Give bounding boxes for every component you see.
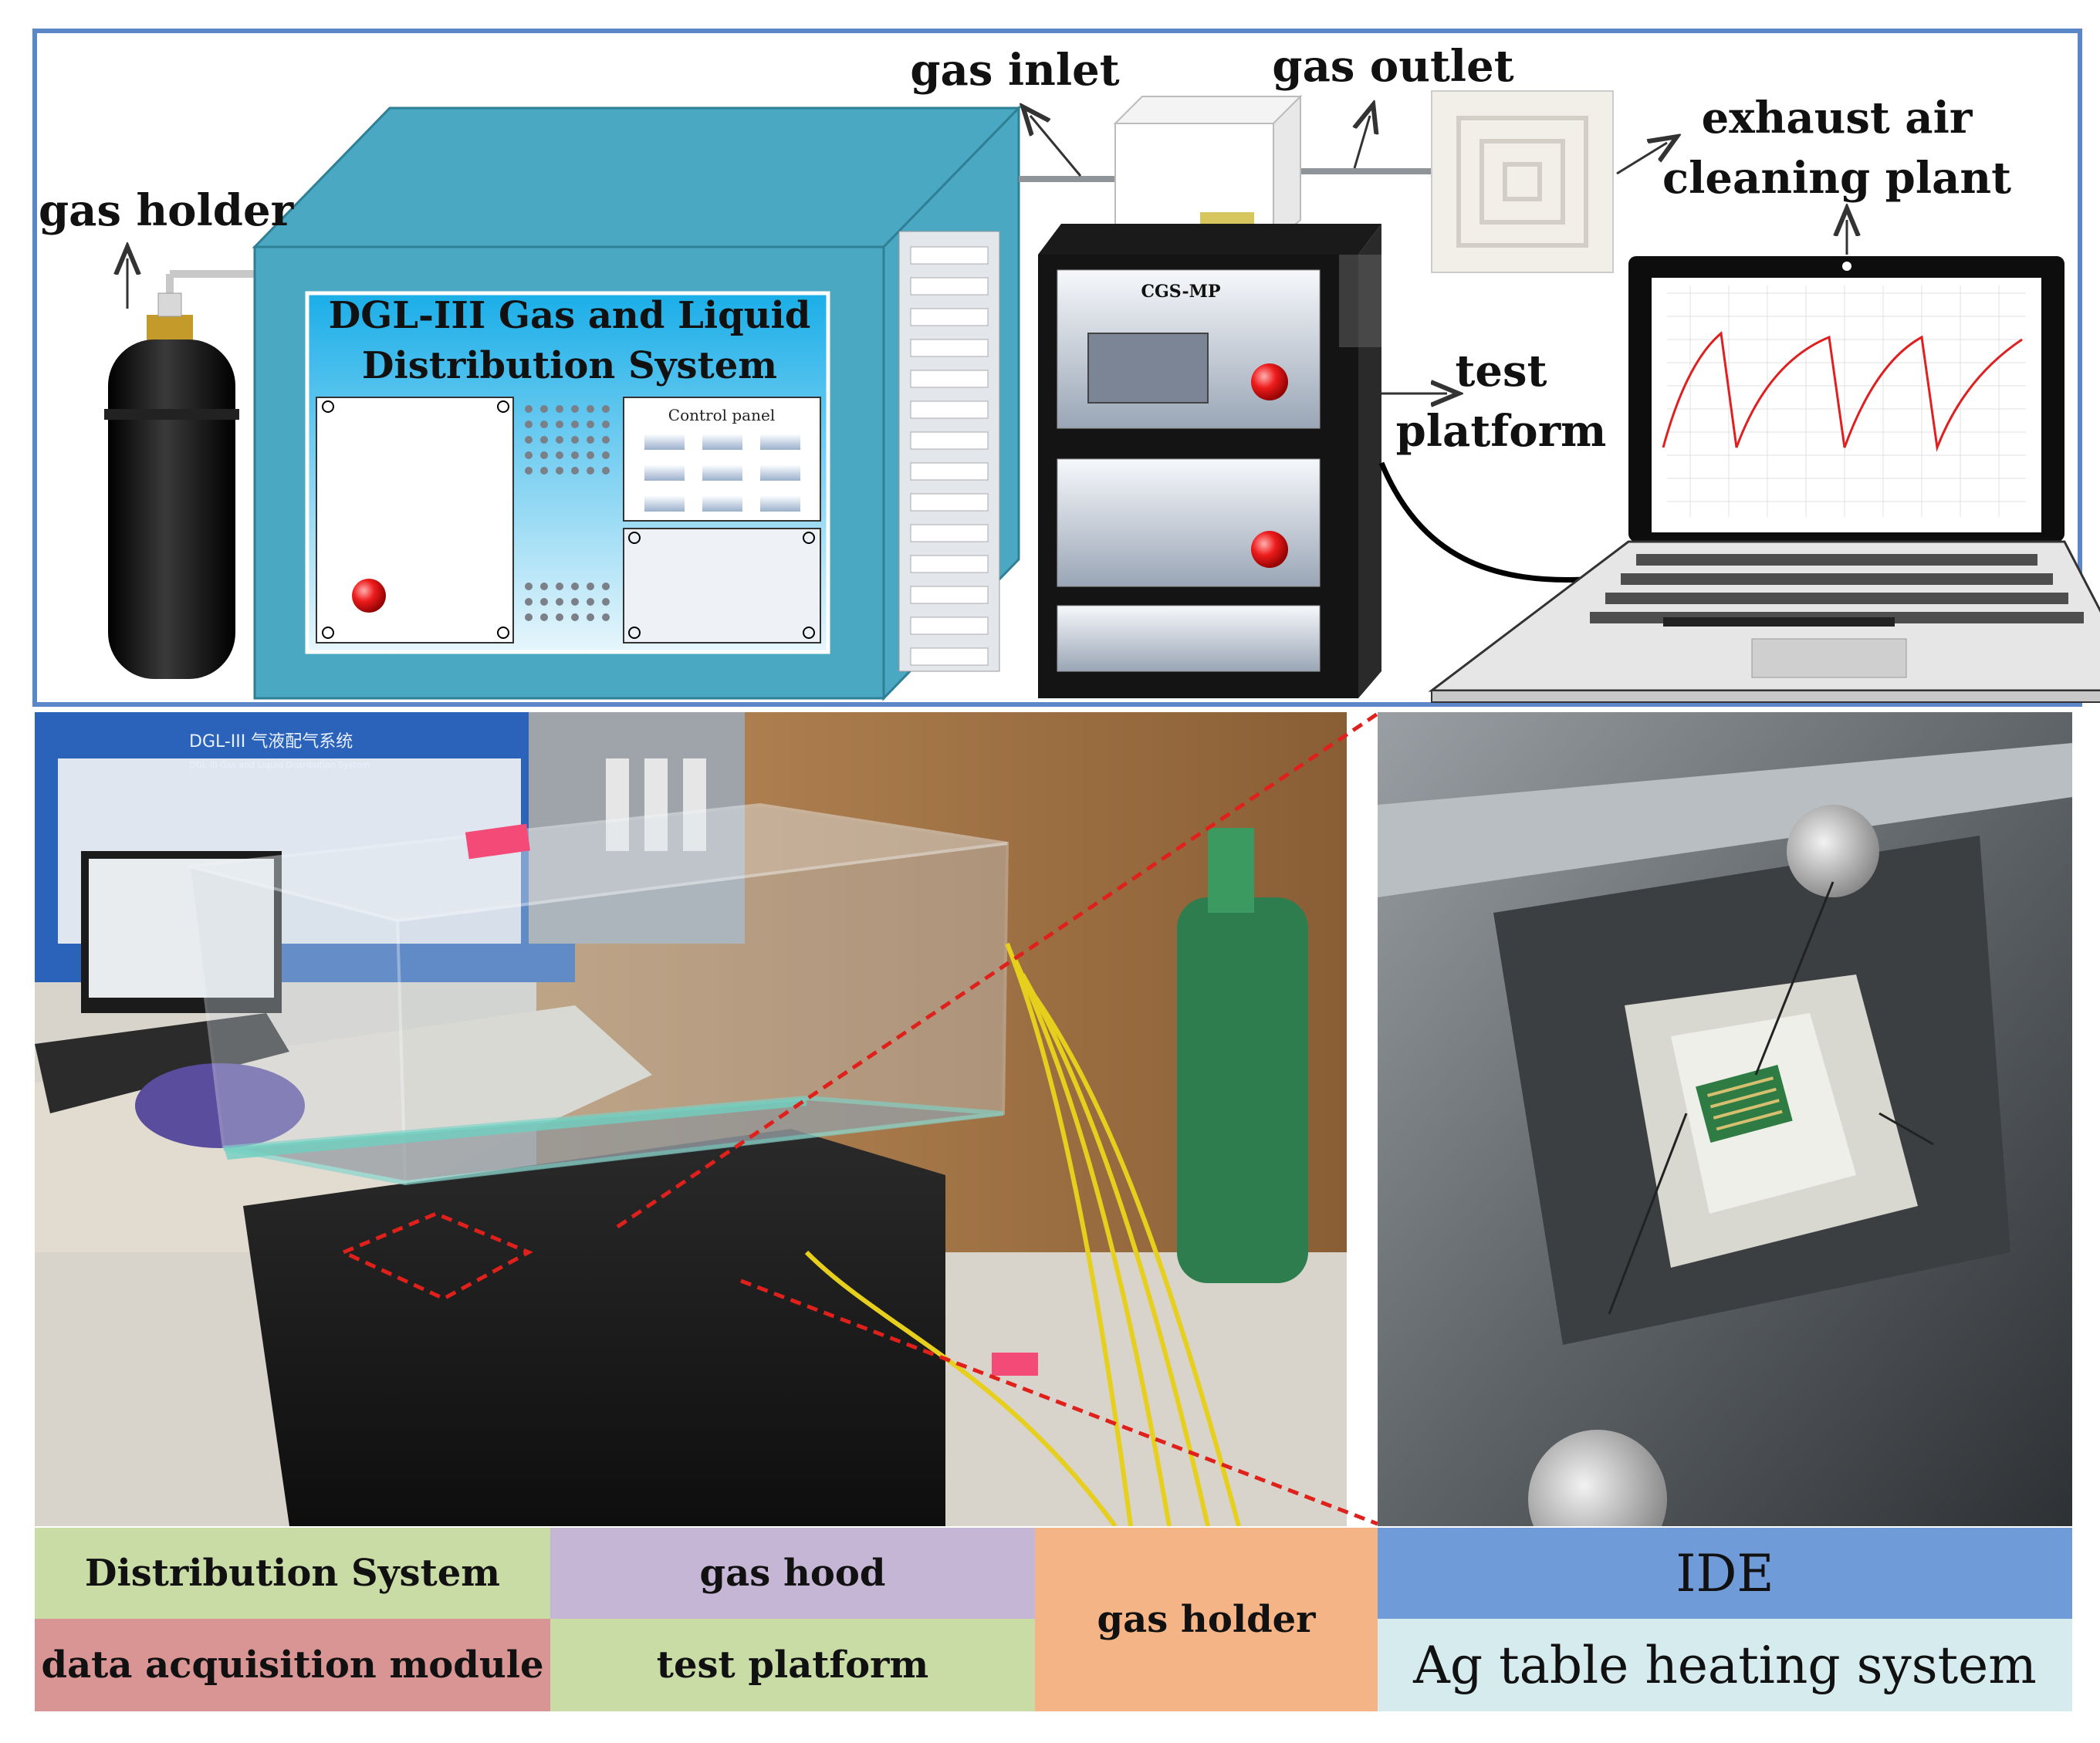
exhaust-vent-icon xyxy=(1431,90,1667,273)
legend-gas-hood: gas hood xyxy=(550,1528,1035,1619)
sensor-photo xyxy=(1378,712,2072,1526)
control-panel-label: Control panel xyxy=(668,406,775,424)
laptop-icon xyxy=(1428,220,2100,703)
label-test-1: test xyxy=(1456,346,1547,397)
distribution-title-1: DGL-III Gas and Liquid xyxy=(329,294,811,337)
label-exhaust-1: exhaust air xyxy=(1702,93,1973,144)
lab-photo: DGL-III 气液配气系统 DGL-III Gas and Liquid Di… xyxy=(35,712,1347,1526)
legend-gas-holder: gas holder xyxy=(1035,1528,1378,1711)
legend-test-platform: test platform xyxy=(550,1619,1035,1711)
label-test-2: platform xyxy=(1396,406,1607,457)
gas-hood-box xyxy=(1113,94,1303,245)
gas-cylinder-icon xyxy=(104,258,255,679)
cgs-label: CGS-MP xyxy=(1141,282,1220,302)
legend-ide: IDE xyxy=(1378,1528,2072,1619)
legend-data-acquisition: data acquisition module xyxy=(35,1619,550,1711)
legend-ag-table: Ag table heating system xyxy=(1378,1619,2072,1711)
cabinet-text-1: DGL-III 气液配气系统 xyxy=(189,732,353,752)
label-exhaust-2: cleaning plant xyxy=(1662,153,2011,204)
distribution-cabinet: DGL-III Gas and Liquid Distribution Syst… xyxy=(252,105,1022,701)
cgs-platform: CGS-MP xyxy=(1038,224,1598,698)
label-gas-inlet: gas inlet xyxy=(910,45,1119,96)
label-gas-outlet: gas outlet xyxy=(1272,41,1513,92)
schematic-frame xyxy=(32,29,2082,707)
distribution-title-2: Distribution System xyxy=(362,344,777,387)
cabinet-text-2: DGL-III Gas and Liquid Distribution Syst… xyxy=(189,760,370,770)
label-gas-holder: gas holder xyxy=(39,185,295,236)
schematic: DGL-III Gas and Liquid Distribution Syst… xyxy=(32,29,2100,707)
legend-distribution-system: Distribution System xyxy=(35,1528,550,1619)
